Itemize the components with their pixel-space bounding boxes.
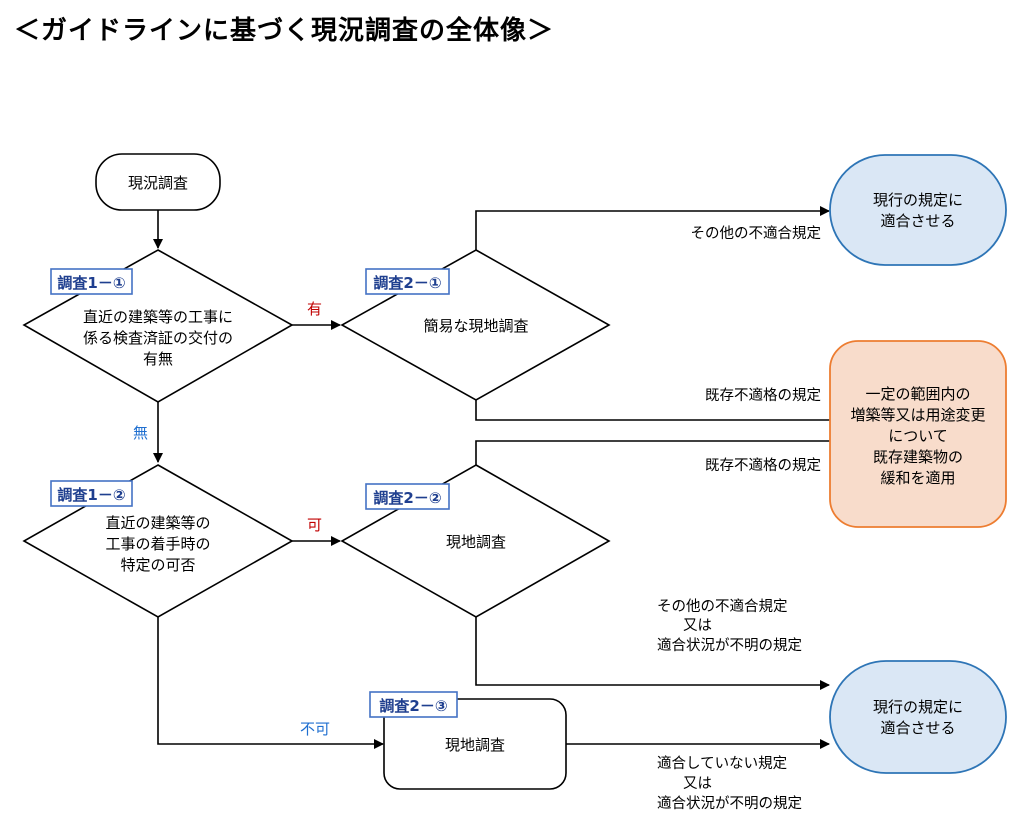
start-node-label: 現況調査: [128, 174, 188, 192]
tag-decision-2: 調査1－②: [50, 480, 133, 507]
edge-d2-s23: [157, 617, 384, 749]
survey-2-3-label: 現地調査: [445, 736, 505, 754]
tag-decision-1: 調査1－①: [50, 268, 133, 295]
tag-decision-2-label: 調査1－②: [57, 486, 125, 504]
decision-2-line-1: 直近の建築等の: [105, 514, 210, 532]
survey-2-2: 現地調査: [340, 464, 611, 618]
edge-label-s23-r3-line-3: 適合状況が不明の規定: [657, 794, 802, 812]
edge-label-s21-r2: 既存不適格の規定: [705, 386, 821, 404]
survey-2-1: 簡易な現地調査: [340, 249, 611, 401]
result-comply-current-2-line-1: 現行の規定に: [873, 698, 963, 716]
tag-survey-2-1: 調査2－①: [365, 268, 450, 295]
edge-s21-r1: [475, 206, 830, 250]
edge-label-s22-r3-line-2: 又は: [683, 617, 712, 634]
edge-s22-r3: [475, 617, 830, 690]
result-relaxation-line-5: 緩和を適用: [880, 469, 955, 487]
result-relaxation-line-4: 既存建築物の: [873, 448, 963, 466]
decision-2-line-3: 特定の可否: [120, 556, 195, 574]
result-comply-current-2: 現行の規定に 適合させる: [829, 660, 1007, 774]
edge-label-s23-r3-line-1: 適合していない規定: [657, 754, 787, 772]
edge-label-s21-r1: その他の不適合規定: [691, 224, 822, 242]
tag-survey-2-3-label: 調査2－③: [379, 697, 447, 715]
decision-1-line-2: 係る検査済証の交付の: [83, 329, 233, 347]
edge-label-no-1: 無: [133, 424, 148, 442]
result-relaxation: 一定の範囲内の 増築等又は用途変更 について 既存建築物の 緩和を適用: [829, 340, 1007, 528]
result-relaxation-line-1: 一定の範囲内の: [865, 385, 970, 403]
survey-2-3: 現地調査: [383, 698, 567, 790]
tag-decision-1-label: 調査1－①: [57, 274, 125, 292]
edge-label-yes-1: 有: [307, 300, 322, 318]
tag-survey-2-2-label: 調査2－②: [373, 489, 441, 507]
tag-survey-2-1-label: 調査2－①: [373, 274, 441, 292]
edge-s21-r2: [475, 400, 844, 425]
edge-label-s22-r3-line-1: その他の不適合規定: [657, 597, 788, 615]
result-comply-current-1-line-2: 適合させる: [880, 212, 955, 230]
survey-2-2-label: 現地調査: [446, 533, 506, 551]
result-comply-current-1: 現行の規定に 適合させる: [829, 154, 1007, 266]
edge-s22-r2: [475, 436, 844, 465]
edge-label-no-2: 不可: [300, 720, 330, 738]
decision-1-line-3: 有無: [143, 350, 173, 368]
result-relaxation-line-3: について: [888, 427, 948, 445]
result-comply-current-1-line-1: 現行の規定に: [873, 191, 963, 209]
result-comply-current-2-line-2: 適合させる: [880, 719, 955, 737]
start-node: 現況調査: [95, 153, 221, 211]
decision-1-line-1: 直近の建築等の工事に: [83, 308, 233, 326]
edge-label-yes-2: 可: [307, 516, 322, 534]
result-relaxation-line-2: 増築等又は用途変更: [850, 406, 985, 424]
edge-label-s23-r3-line-2: 又は: [683, 775, 712, 792]
edge-label-s22-r2: 既存不適格の規定: [705, 456, 821, 474]
tag-survey-2-3: 調査2－③: [369, 691, 458, 718]
edge-label-s22-r3-line-3: 適合状況が不明の規定: [657, 636, 802, 654]
survey-2-1-label: 簡易な現地調査: [423, 317, 528, 335]
decision-2-line-2: 工事の着手時の: [105, 535, 210, 553]
tag-survey-2-2: 調査2－②: [365, 483, 450, 510]
page-title: ＜ガイドラインに基づく現況調査の全体像＞: [14, 16, 555, 46]
